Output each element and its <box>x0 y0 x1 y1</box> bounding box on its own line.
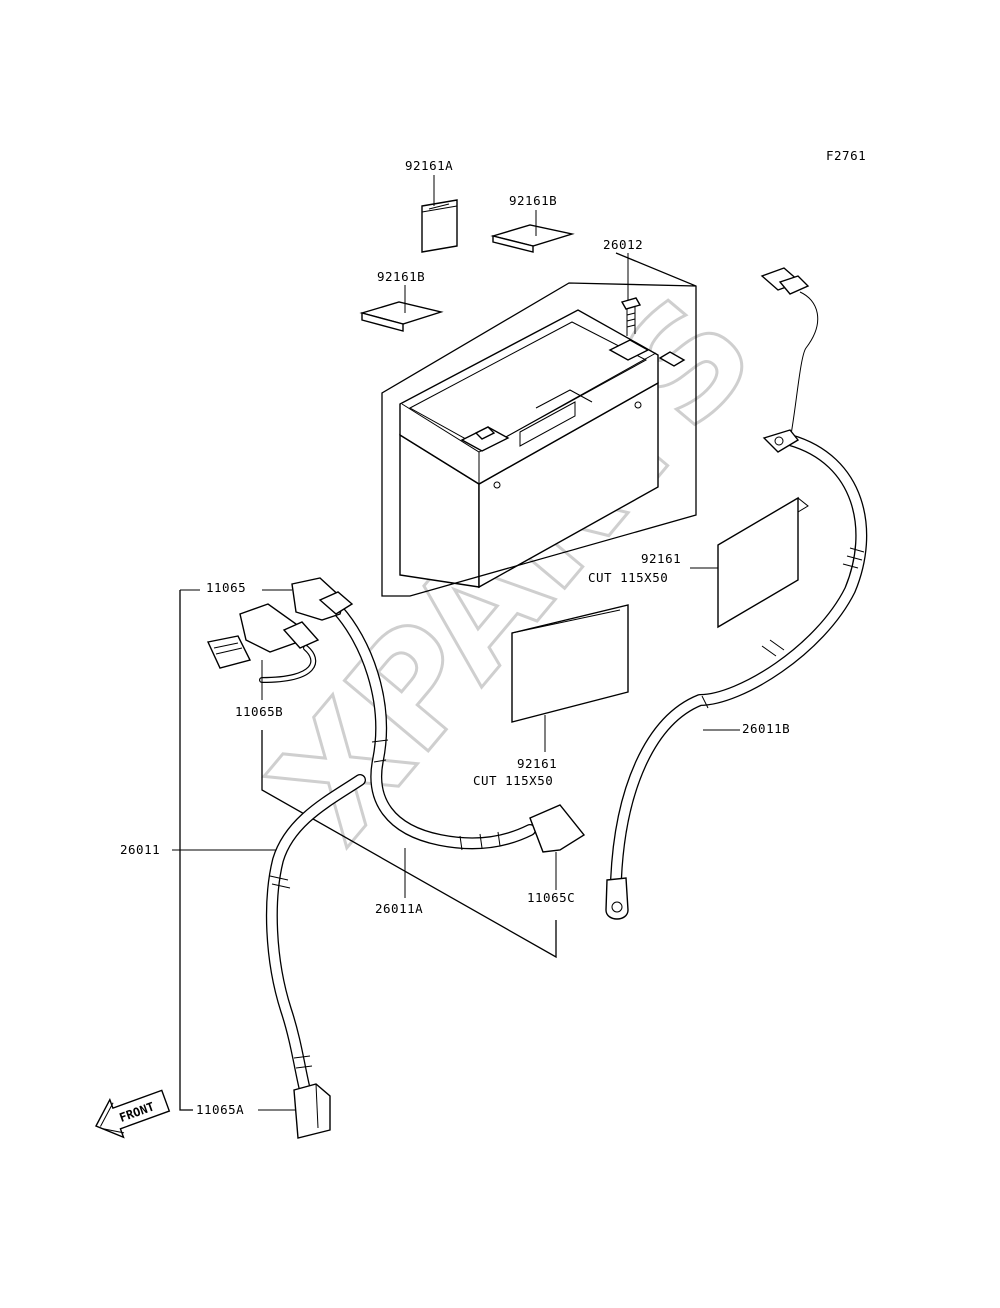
cable-26011a[interactable] <box>332 604 586 853</box>
label-26011a: 26011A <box>375 901 423 916</box>
label-92161-right-cut: CUT 115X50 <box>588 570 668 585</box>
cable-26011[interactable] <box>265 774 366 1139</box>
cable-26011b[interactable] <box>605 267 868 920</box>
label-92161a: 92161A <box>405 158 453 173</box>
label-92161b-upper: 92161B <box>509 193 557 208</box>
label-11065b: 11065B <box>235 704 283 719</box>
sticker-92161b-lower[interactable] <box>359 301 444 332</box>
label-26011b: 26011B <box>742 721 790 736</box>
connector-plug[interactable] <box>206 635 252 669</box>
front-arrow: FRONT <box>95 1089 171 1139</box>
label-92161-center-cut: CUT 115X50 <box>473 773 553 788</box>
leader-11065b-bracket <box>261 730 557 959</box>
label-11065a: 11065A <box>196 1102 244 1117</box>
label-11065: 11065 <box>206 580 246 595</box>
pad-92161-center[interactable] <box>511 604 629 723</box>
battery-bracket-leader <box>381 252 697 597</box>
cap-11065b[interactable] <box>239 603 320 683</box>
label-26012: 26012 <box>603 237 643 252</box>
label-11065c: 11065C <box>527 890 575 905</box>
label-26011: 26011 <box>120 842 160 857</box>
leader-left-bracket <box>179 590 193 1111</box>
battery-26012[interactable] <box>399 297 686 589</box>
pad-92161-right[interactable] <box>717 496 809 629</box>
figure-code: F2761 <box>826 148 866 163</box>
label-92161-right: 92161 <box>641 551 681 566</box>
cap-11065[interactable] <box>291 577 354 621</box>
label-92161b-lower: 92161B <box>377 269 425 284</box>
label-92161-center: 92161 <box>517 756 557 771</box>
sticker-92161a[interactable] <box>421 199 458 253</box>
sticker-92161b-upper[interactable] <box>490 224 575 253</box>
